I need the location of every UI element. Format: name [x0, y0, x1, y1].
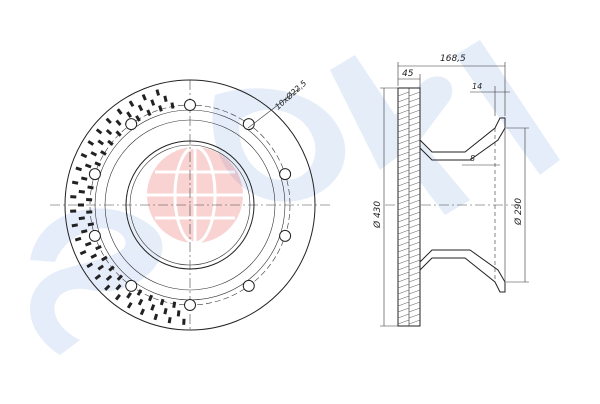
vent-fin — [72, 182, 78, 183]
vent-fin — [107, 119, 111, 123]
wall-dimension: 8 — [470, 154, 475, 163]
vent-fin — [107, 130, 111, 134]
vent-fin — [81, 178, 87, 179]
vent-fin — [178, 310, 179, 316]
vent-fin — [152, 305, 154, 311]
vent-fin — [80, 251, 85, 253]
bolt-hole — [126, 280, 137, 291]
vent-fin — [149, 295, 151, 301]
vent-fin — [157, 90, 159, 96]
vent-fin — [148, 110, 150, 115]
vent-fin — [139, 299, 142, 304]
vent-fin — [139, 105, 142, 110]
vent-fin — [91, 255, 96, 258]
vent-fin — [108, 141, 113, 145]
vent-fin — [88, 224, 94, 225]
vent-fin — [130, 101, 133, 106]
vent-fin — [98, 141, 103, 144]
bolt-hole — [185, 300, 196, 311]
vent-fin — [117, 120, 121, 125]
hub-diameter-dimension: Ø 290 — [513, 198, 524, 226]
flange-dimension: 14 — [472, 82, 482, 91]
vent-fin — [97, 129, 102, 133]
vent-fin — [85, 243, 91, 245]
vent-fin — [75, 238, 81, 240]
logo-globe — [147, 147, 243, 243]
vent-fin — [81, 154, 86, 157]
vent-fin — [88, 141, 93, 144]
vent-fin — [127, 112, 130, 117]
vent-fin — [72, 225, 78, 226]
vent-fin — [85, 165, 91, 167]
vent-fin — [96, 246, 101, 249]
bolt-hole — [280, 169, 291, 180]
vent-fin — [118, 109, 122, 114]
vent-fin — [161, 299, 163, 305]
vent-fin — [152, 100, 154, 106]
total-height-dimension: 168,5 — [440, 54, 466, 64]
hat-profile-bottom — [420, 250, 505, 292]
vent-fin — [95, 163, 100, 165]
bolt-hole — [280, 230, 291, 241]
vent-fin — [143, 95, 145, 101]
bolt-hole — [243, 280, 254, 291]
hat-profile-top — [420, 118, 505, 160]
vent-fin — [172, 103, 173, 109]
vent-fin — [81, 231, 87, 232]
vent-fin — [116, 131, 120, 135]
vent-fin — [155, 314, 157, 320]
bolt-hole — [89, 169, 100, 180]
vent-fin — [169, 317, 170, 323]
vent-fin — [116, 295, 120, 300]
bolt-hole — [89, 230, 100, 241]
vent-fin — [141, 309, 143, 314]
vent-fin — [76, 168, 82, 170]
vent-fin — [79, 218, 85, 219]
vent-fin — [88, 187, 94, 188]
bolt-hole — [126, 119, 137, 130]
outer-diameter-dimension: Ø 430 — [372, 201, 383, 229]
vent-fin — [165, 96, 166, 102]
vent-fin — [127, 293, 130, 298]
bolt-hole — [185, 100, 196, 111]
hat-height-dimension: 45 — [402, 69, 414, 79]
vent-fin — [79, 191, 85, 192]
vent-fin — [174, 302, 175, 308]
vent-fin — [128, 303, 131, 308]
vent-fin — [160, 106, 162, 112]
vent-fin — [91, 152, 96, 155]
vent-fin — [165, 308, 166, 314]
